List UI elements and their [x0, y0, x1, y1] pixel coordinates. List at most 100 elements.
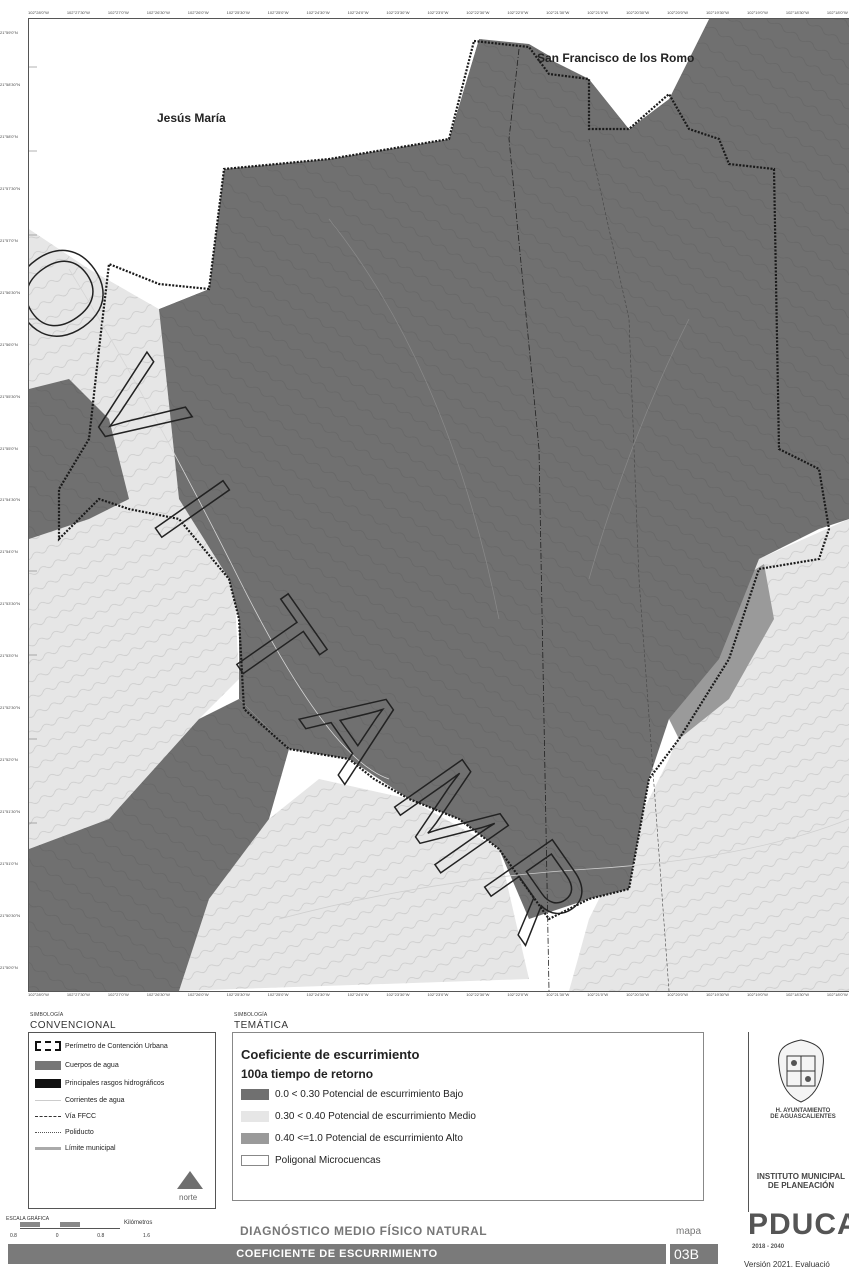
scale-unit: Kilómetros [124, 1220, 153, 1226]
coordinate-label: 21°53'30"N [0, 601, 21, 607]
coordinate-label: 102°23'0"W [427, 10, 449, 15]
coat-of-arms-icon [778, 1039, 824, 1103]
north-arrow-icon [177, 1171, 203, 1189]
coordinate-label: 21°56'0"N [0, 341, 18, 347]
swatch-perimeter [35, 1041, 61, 1051]
swatch-low [241, 1089, 269, 1100]
legend-row-railway: Vía FFCC [35, 1113, 96, 1120]
them-small-heading: SIMBOLOGÍA [234, 1012, 268, 1018]
legend-row-low: 0.0 < 0.30 Potencial de escurrimiento Ba… [241, 1089, 463, 1100]
stream [328, 218, 500, 620]
ayuntamiento-line1: H. AYUNTAMIENTO [775, 1108, 831, 1114]
coordinate-label: 102°22'0"W [507, 992, 529, 997]
coordinate-label: 102°27'30"W [66, 10, 90, 15]
coordinate-label: 102°25'30"W [226, 992, 250, 997]
coordinate-label: 21°50'0"N [0, 964, 18, 970]
ayuntamiento-label: H. AYUNTAMIENTO DE AGUASCALIENTES [763, 1108, 843, 1120]
ayuntamiento-line2: DE AGUASCALIENTES [770, 1114, 836, 1120]
coordinate-label: 21°56'30"N [0, 289, 21, 295]
swatch-municipal [35, 1147, 61, 1150]
coordinate-label: 102°21'0"W [587, 10, 609, 15]
scale-bar [20, 1222, 120, 1229]
coordinate-label: 102°27'0"W [107, 992, 129, 997]
coordinate-label: 102°25'0"W [267, 10, 289, 15]
coordinate-label: 21°59'0"N [0, 30, 18, 35]
coordinate-label: 21°51'30"N [0, 809, 21, 815]
section-title: DIAGNÓSTICO MEDIO FÍSICO NATURAL [240, 1224, 488, 1238]
swatch-microcuencas [241, 1155, 269, 1166]
scale-ticks: 0.8 0 0.8 1.6 [10, 1233, 150, 1239]
place-label-jesus-maria: Jesús María [157, 111, 226, 125]
coordinate-label: 102°20'30"W [626, 992, 650, 997]
legend-label: 0.0 < 0.30 Potencial de escurrimiento Ba… [275, 1089, 464, 1100]
coordinate-label: 102°26'30"W [146, 10, 170, 15]
scale-title: ESCALA GRÁFICA [6, 1216, 50, 1222]
coordinate-label: 102°23'30"W [386, 992, 410, 997]
legend-row-hydro: Principales rasgos hidrográficos [35, 1079, 164, 1088]
coordinate-label: 102°22'30"W [466, 992, 490, 997]
map-title: COEFICIENTE DE ESCURRIMIENTO [236, 1248, 438, 1260]
legend-label: Corrientes de agua [65, 1097, 125, 1104]
scale-tick: 0 [55, 1233, 59, 1239]
swatch-railway [35, 1116, 61, 1117]
map-canvas[interactable]: O V I T A M R Jesús María San Francisco … [28, 18, 849, 992]
legend-row-microcuencas: Poligonal Microcuencas [241, 1155, 381, 1166]
legend-label: Poliducto [65, 1129, 94, 1136]
map-code: 03B [674, 1246, 699, 1262]
coordinate-label: 102°26'0"W [187, 992, 209, 997]
coordinate-label: 102°21'0"W [587, 992, 609, 997]
them-title: TEMÁTICA [234, 1020, 289, 1031]
map-code-box: 03B [670, 1244, 718, 1264]
coordinate-label: 21°57'30"N [0, 185, 21, 191]
coordinate-label: 102°26'0"W [187, 10, 209, 15]
swatch-water-bodies [35, 1061, 61, 1070]
area-outside-northeast [549, 19, 709, 129]
coordinate-label: 21°57'0"N [0, 237, 18, 243]
swatch-streams [35, 1100, 61, 1101]
stream [588, 318, 690, 580]
coordinate-label: 21°55'0"N [0, 445, 18, 451]
coordinate-label: 21°51'0"N [0, 861, 18, 866]
coordinate-label: 102°27'0"W [107, 10, 129, 15]
scale-tick: 0.8 [97, 1233, 105, 1239]
coordinate-label: 102°20'30"W [626, 10, 650, 15]
railway-line [508, 48, 550, 991]
conv-small-heading: SIMBOLOGÍA [30, 1012, 64, 1018]
coordinate-label: 102°25'0"W [267, 992, 289, 997]
map-title-bar: COEFICIENTE DE ESCURRIMIENTO [8, 1244, 666, 1264]
coordinate-label: 102°25'30"W [226, 10, 250, 15]
legend-row-pipeline: Poliducto [35, 1129, 94, 1136]
swatch-medium [241, 1111, 269, 1122]
coordinate-label: 102°18'0"W [826, 992, 848, 997]
stream [68, 268, 390, 780]
coordinate-label: 102°23'0"W [427, 992, 449, 997]
coordinate-label: 102°19'30"W [705, 992, 730, 997]
legend-conventional: Perímetro de Contención Urbana Cuerpos d… [28, 1032, 216, 1209]
coordinate-label: 102°24'0"W [347, 992, 369, 997]
coordinate-label: 102°22'0"W [507, 10, 529, 15]
coordinate-label: 102°24'0"W [347, 10, 369, 15]
coordinate-label: 102°18'30"W [785, 10, 809, 15]
swatch-hydro [35, 1079, 61, 1088]
legend-label: Cuerpos de agua [65, 1062, 119, 1069]
legend-label: Vía FFCC [65, 1113, 97, 1120]
coordinate-label: 21°50'30"N [0, 912, 21, 918]
area-outside-north [29, 19, 479, 309]
instituto-line1: INSTITUTO MUNICIPAL [756, 1172, 846, 1181]
scale-tick: 0.8 [10, 1233, 17, 1239]
coordinate-label: 102°28'0"W [28, 992, 49, 997]
legend-subheading: 100a tiempo de retorno [241, 1067, 374, 1081]
instituto-label: INSTITUTO MUNICIPAL DE PLANEACIÓN [753, 1172, 849, 1190]
legend-row-medium: 0.30 < 0.40 Potencial de escurrimiento M… [241, 1111, 476, 1122]
instituto-line2: DE PLANEACIÓN [767, 1181, 835, 1190]
legend-row-high: 0.40 <=1.0 Potencial de escurrimiento Al… [241, 1133, 463, 1144]
coordinate-label: 21°52'0"N [0, 757, 18, 763]
coordinate-label: 102°26'30"W [146, 992, 170, 997]
swatch-high [241, 1133, 269, 1144]
pduca-years: 2018 - 2040 [752, 1244, 785, 1250]
legend-thematic: Coeficiente de escurrimiento 100a tiempo… [232, 1032, 704, 1201]
coordinate-label: 102°20'0"W [667, 10, 689, 15]
coordinate-label: 21°58'30"N [0, 81, 21, 87]
